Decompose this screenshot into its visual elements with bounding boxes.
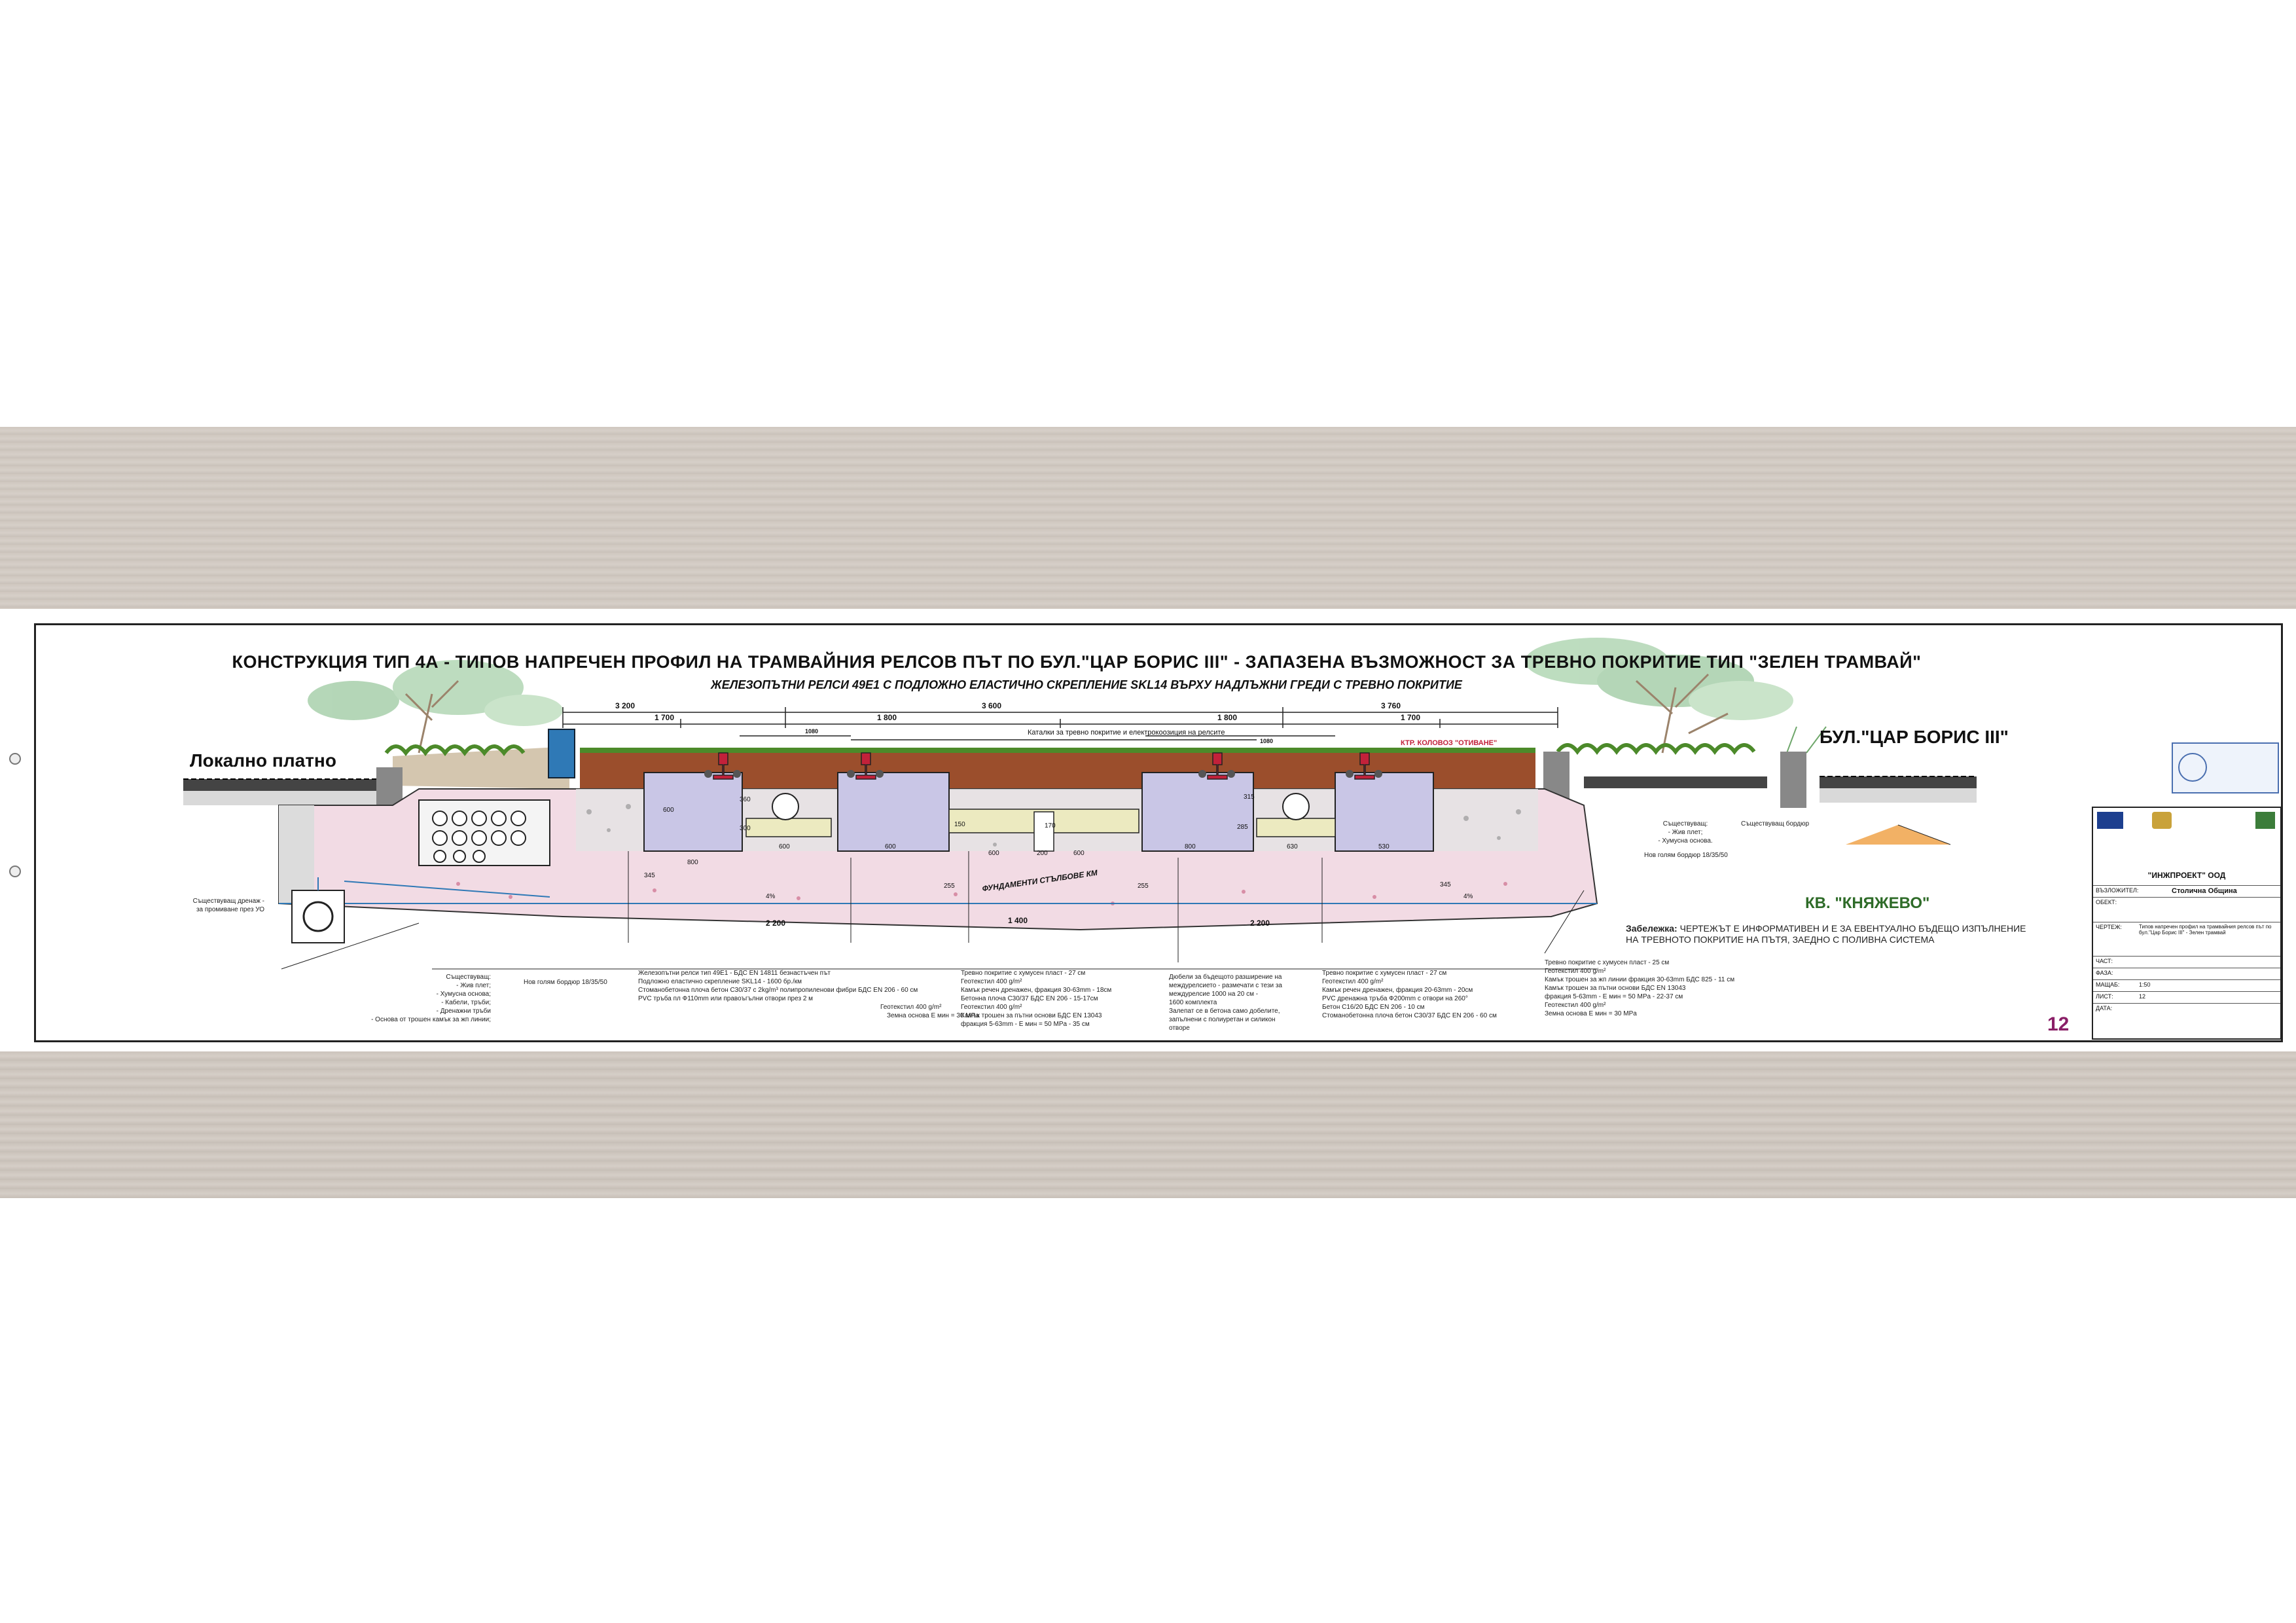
road-pavement-right (1584, 776, 1977, 803)
stamp-icon (2172, 742, 2279, 793)
curb-water-left (548, 729, 575, 778)
road-pavement-left (183, 778, 376, 805)
left-road-label: Локално платно (190, 750, 336, 771)
drawing-title: КОНСТРУКЦИЯ ТИП 4А - ТИПОВ НАПРЕЧЕН ПРОФ… (232, 652, 1922, 672)
scale-label: МАЩАБ: (2096, 981, 2120, 988)
right-existing-border-note: Съществуващ бордюр (1741, 820, 1810, 828)
coat-of-arms-icon (2152, 812, 2172, 829)
dim-bottom-1: 2 200 (766, 919, 785, 928)
dim-inner: 630 (1287, 843, 1298, 850)
tree-right-icon (1525, 638, 1827, 754)
dim-inner: 285 (1237, 824, 1248, 831)
district-label: КВ. "КНЯЖЕВО" (1805, 894, 1930, 912)
dimension-lines (562, 707, 1558, 740)
remark-text: ЧЕРТЕЖЪТ Е ИНФОРМАТИВЕН И Е ЗА ЕВЕНТУАЛН… (1626, 923, 2026, 945)
sheet-label: ЛИСТ: (2096, 993, 2113, 1000)
dim-inner: 600 (779, 843, 790, 850)
client-name: Столична Община (2172, 887, 2237, 895)
left-existing-note: Съществуващ:- Жив плет; - Хумусна основа… (371, 974, 491, 1023)
logo-icon (2255, 812, 2275, 829)
drawing-name: Типов напречен профил на трамвайния релс… (2139, 924, 2272, 936)
tree-left-icon (308, 660, 563, 754)
scan-top-band (0, 427, 2296, 609)
phase-label: ФАЗА: (2096, 970, 2113, 976)
sheet-value: 12 (2139, 993, 2146, 1000)
right-road-label: БУЛ."ЦАР БОРИС III" (1820, 727, 2009, 747)
red-note: КТР. КОЛОВОЗ "ОТИВАНЕ" (1401, 739, 1497, 747)
part-label: ЧАСТ: (2096, 958, 2113, 964)
scale-value: 1:50 (2139, 981, 2151, 988)
left-border-note: Нов голям бордюр 18/35/50 (524, 979, 607, 986)
dim-second-1: 1 700 (655, 713, 674, 722)
punch-hole-icon (9, 866, 21, 877)
concrete-beam-left-2 (837, 772, 950, 852)
dim-inner: 600 (885, 843, 896, 850)
dim-inner: 345 (1440, 881, 1451, 888)
dim-second-4: 1 700 (1401, 713, 1420, 722)
dim-second-2: 1 800 (877, 713, 897, 722)
dim-inner: 255 (1138, 883, 1149, 890)
concrete-beam-right-1 (1141, 772, 1254, 852)
rail-layers-note: Железопътни релси тип 49Е1 - БДС EN 1481… (638, 970, 979, 1019)
right-new-border-note: Нов голям бордюр 18/35/50 (1644, 852, 1728, 859)
dim-inner: 345 (644, 872, 655, 879)
dim-inner: 150 (954, 821, 965, 828)
drain-pipe-left (772, 793, 799, 820)
dim-inner: 300 (740, 825, 751, 832)
object-label: ОБЕКТ: (2096, 899, 2117, 905)
dim-inner: 800 (1185, 843, 1196, 850)
remark-note: Забележка: ЧЕРТЕЖЪТ Е ИНФОРМАТИВЕН И Е З… (1626, 923, 2032, 945)
dim-inner: 4% (1463, 893, 1473, 900)
center-slab-right (1256, 818, 1336, 837)
concrete-beam-right-2 (1335, 772, 1434, 852)
remark-label: Забележка: (1626, 923, 1677, 934)
concrete-beam-left-1 (643, 772, 743, 852)
drain-pipe-right (1282, 793, 1310, 820)
dim-inner: 4% (766, 893, 776, 900)
dim-inner: 315 (1244, 793, 1255, 801)
center-slab-left (745, 818, 832, 837)
dim-top-1: 3 200 (615, 701, 635, 710)
sheet-number: 12 (2047, 1013, 2070, 1035)
date-label: ДАТА: (2096, 1005, 2113, 1012)
top-note: Каталки за тревно покритие и електрокооз… (1028, 729, 1225, 737)
scan-bottom-band (0, 1051, 2296, 1198)
dim-inner: 600 (1073, 850, 1085, 857)
rail-icon (713, 752, 1375, 780)
dim-inner: 530 (1378, 843, 1390, 850)
dim-inner: 600 (663, 807, 674, 814)
drawing-subtitle: ЖЕЛЕЗОПЪТНИ РЕЛСИ 49Е1 С ПОДЛОЖНО ЕЛАСТИ… (711, 678, 1462, 691)
punch-hole-icon (9, 753, 21, 765)
dim-top-2: 3 600 (982, 701, 1001, 710)
dim-inner: 255 (944, 883, 955, 890)
dim-small-1: 1080 (805, 728, 818, 735)
drawing-frame (34, 623, 2283, 1042)
cable-duct-bank (418, 799, 550, 866)
drawing-label: ЧЕРТЕЖ: (2096, 924, 2122, 930)
drain-note: Съществуващ дренаж -за промиване през УО (192, 898, 264, 913)
eu-flag-icon (2097, 812, 2123, 829)
title-block: "ИНЖПРОЕКТ" ООД ВЪЗЛОЖИТЕЛ: Столична Общи… (2092, 807, 2282, 1040)
curb-right-2 (1780, 752, 1806, 808)
dim-top-3: 3 760 (1381, 701, 1401, 710)
dim-bottom-3: 2 200 (1250, 919, 1270, 928)
existing-drain-pipe (291, 877, 550, 943)
slope-triangle-icon (1846, 825, 1950, 845)
dim-inner: 170 (1045, 822, 1056, 830)
company-name: "ИНЖПРОЕКТ" ООД (2147, 871, 2226, 880)
dim-inner: 600 (988, 850, 999, 857)
dim-inner: 200 (1037, 850, 1048, 857)
dim-inner: 800 (687, 859, 698, 866)
assignor-label: ВЪЗЛОЖИТЕЛ: (2096, 887, 2139, 894)
dim-second-3: 1 800 (1217, 713, 1237, 722)
right-existing-note: Съществуващ:- Жив плет; - Хумусна основа… (1658, 820, 1713, 845)
dim-bottom-2: 1 400 (1008, 916, 1028, 925)
dim-small-2: 1080 (1260, 738, 1273, 744)
dim-inner: 360 (740, 796, 751, 803)
